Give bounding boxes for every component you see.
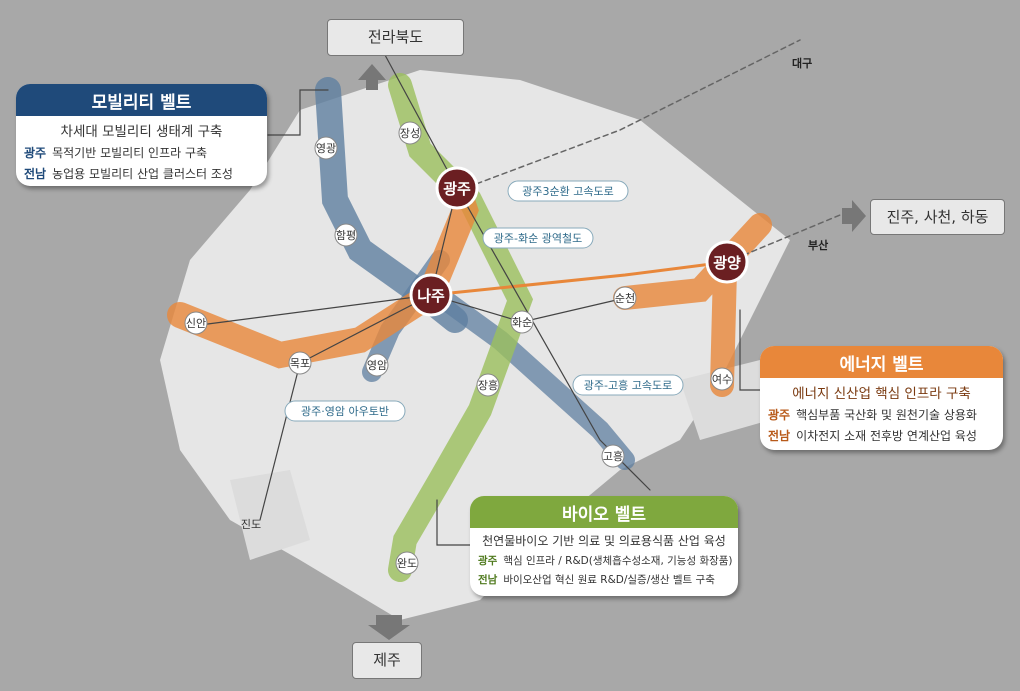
place-jangheung: 장흥	[478, 378, 498, 392]
arrow-right-icon	[842, 200, 866, 232]
place-wando: 완도	[397, 557, 417, 570]
bio-title: 바이오 벨트	[470, 496, 738, 528]
place-goheung: 고흥	[603, 449, 623, 463]
label-daegu: 대구	[792, 56, 812, 70]
energy-subtitle: 에너지 신산업 핵심 인프라 구축	[792, 386, 971, 402]
place-yeongam: 영암	[367, 359, 387, 372]
place-markers	[184, 121, 734, 575]
mobility-title: 모빌리티 벨트	[16, 84, 267, 116]
arrow-up-icon	[358, 64, 386, 90]
place-hampyeong: 함평	[336, 229, 356, 242]
leader-lines	[267, 89, 761, 546]
bio-belt-card: 바이오 벨트 천연물바이오 기반 의료 및 의료용식품 산업 육성 광주 핵심 인…	[470, 496, 738, 596]
hub-naju: 나주	[417, 287, 445, 305]
place-mokpo: 목포	[290, 357, 310, 370]
place-jindo: 진도	[241, 518, 261, 531]
place-yeosu: 여수	[712, 373, 732, 386]
bio-subtitle: 천연물바이오 기반 의료 및 의료용식품 산업 육성	[482, 534, 726, 548]
hub-markers	[409, 166, 749, 317]
place-yeonggwang: 영광	[316, 142, 336, 155]
hub-gwangju: 광주	[443, 180, 471, 198]
road-goheung: 광주-고흥 고속도로	[584, 378, 672, 392]
mobility-subtitle: 차세대 모빌리티 생태계 구축	[60, 124, 223, 140]
region-east: 진주, 사천, 하동	[870, 199, 1005, 235]
road-label-bg	[284, 180, 684, 422]
energy-belt-card: 에너지 벨트 에너지 신산업 핵심 인프라 구축 광주 핵심부품 국산화 및 원천…	[760, 346, 1003, 450]
bio-row-text: 핵심 인프라 / R&D(생체흡수성소재, 기능성 화장품)	[503, 555, 733, 567]
bio-belt	[388, 73, 534, 582]
hub-gwangyang: 광양	[713, 254, 741, 272]
mobility-belt-card: 모빌리티 벨트 차세대 모빌리티 생태계 구축 광주 목적기반 모빌리티 인프라 …	[16, 84, 267, 186]
place-sinan: 신안	[186, 317, 206, 330]
road-autobahn: 광주·영암 아우토반	[301, 405, 389, 418]
bio-row-key: 전남	[478, 574, 498, 586]
road-rail: 광주-화순 광역철도	[494, 232, 582, 245]
place-hwasun: 화순	[512, 316, 532, 329]
region-jeonbuk: 전라북도	[327, 19, 464, 56]
energy-row-key: 광주	[768, 408, 791, 422]
mobility-row-key: 전남	[24, 167, 47, 181]
region-jeju: 제주	[352, 642, 422, 679]
land	[160, 70, 790, 620]
energy-row-text: 핵심부품 국산화 및 원천기술 상용화	[796, 408, 977, 422]
energy-row-key: 전남	[768, 429, 791, 443]
bio-row-text: 바이오산업 혁신 원료 R&D/실증/생산 벨트 구축	[503, 574, 715, 586]
mobility-row-key: 광주	[24, 146, 47, 160]
bio-row-key: 광주	[478, 555, 498, 567]
place-suncheon: 순천	[615, 291, 635, 305]
arrow-down-icon	[368, 615, 410, 640]
place-jangseong: 장성	[400, 127, 420, 140]
connector-line	[429, 260, 729, 297]
mobility-row-text: 목적기반 모빌리티 인프라 구축	[52, 146, 208, 160]
road-ring3: 광주3순환 고속도로	[522, 185, 613, 198]
mobility-row-text: 농업용 모빌리티 산업 클러스터 조성	[52, 167, 233, 181]
label-busan: 부산	[808, 238, 828, 252]
energy-row-text: 이차전지 소재 전후방 연계산업 육성	[796, 429, 977, 443]
energy-title: 에너지 벨트	[760, 346, 1003, 378]
